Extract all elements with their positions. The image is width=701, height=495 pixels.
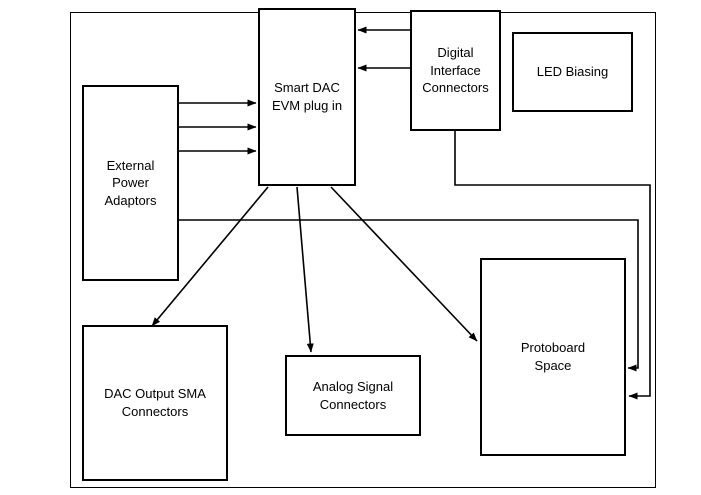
block-protoboard-space-label: Protoboard Space	[520, 340, 586, 373]
block-digital-interface-connectors-label: Digital Interface Connectors	[422, 45, 489, 96]
block-dac-output-sma-connectors: DAC Output SMA Connectors	[82, 325, 228, 481]
board-outline	[70, 12, 656, 488]
block-external-power-adaptors: External Power Adaptors	[82, 85, 179, 281]
block-protoboard-space: Protoboard Space	[480, 258, 626, 456]
block-led-biasing-label: LED Biasing	[536, 64, 609, 80]
block-external-power-adaptors-label: External Power Adaptors	[104, 157, 157, 208]
block-dac-output-sma-connectors-label: DAC Output SMA Connectors	[104, 386, 206, 419]
block-analog-signal-connectors-label: Analog Signal Connectors	[312, 378, 394, 412]
block-smart-dac-evm-label: Smart DAC EVM plug in	[271, 80, 343, 113]
block-smart-dac-evm: Smart DAC EVM plug in	[258, 8, 356, 186]
block-analog-signal-connectors: Analog Signal Connectors	[285, 355, 421, 436]
block-digital-interface-connectors: Digital Interface Connectors	[410, 10, 501, 131]
block-led-biasing: LED Biasing	[512, 32, 633, 112]
